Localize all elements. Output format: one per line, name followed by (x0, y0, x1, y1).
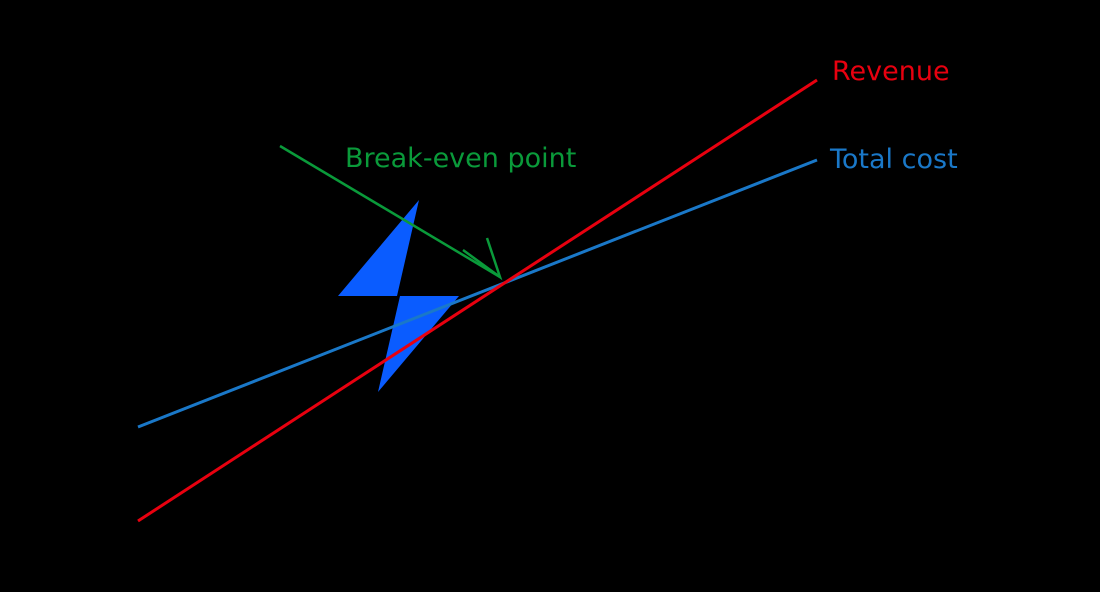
revenue-label: Revenue (832, 56, 950, 87)
total-cost-line (137, 158, 818, 429)
break-even-label: Break-even point (345, 143, 577, 174)
annotation-arrow (279, 144, 503, 281)
revenue-line (137, 78, 818, 523)
total-cost-label: Total cost (830, 144, 958, 175)
lightning-bolt-icon (338, 200, 459, 392)
